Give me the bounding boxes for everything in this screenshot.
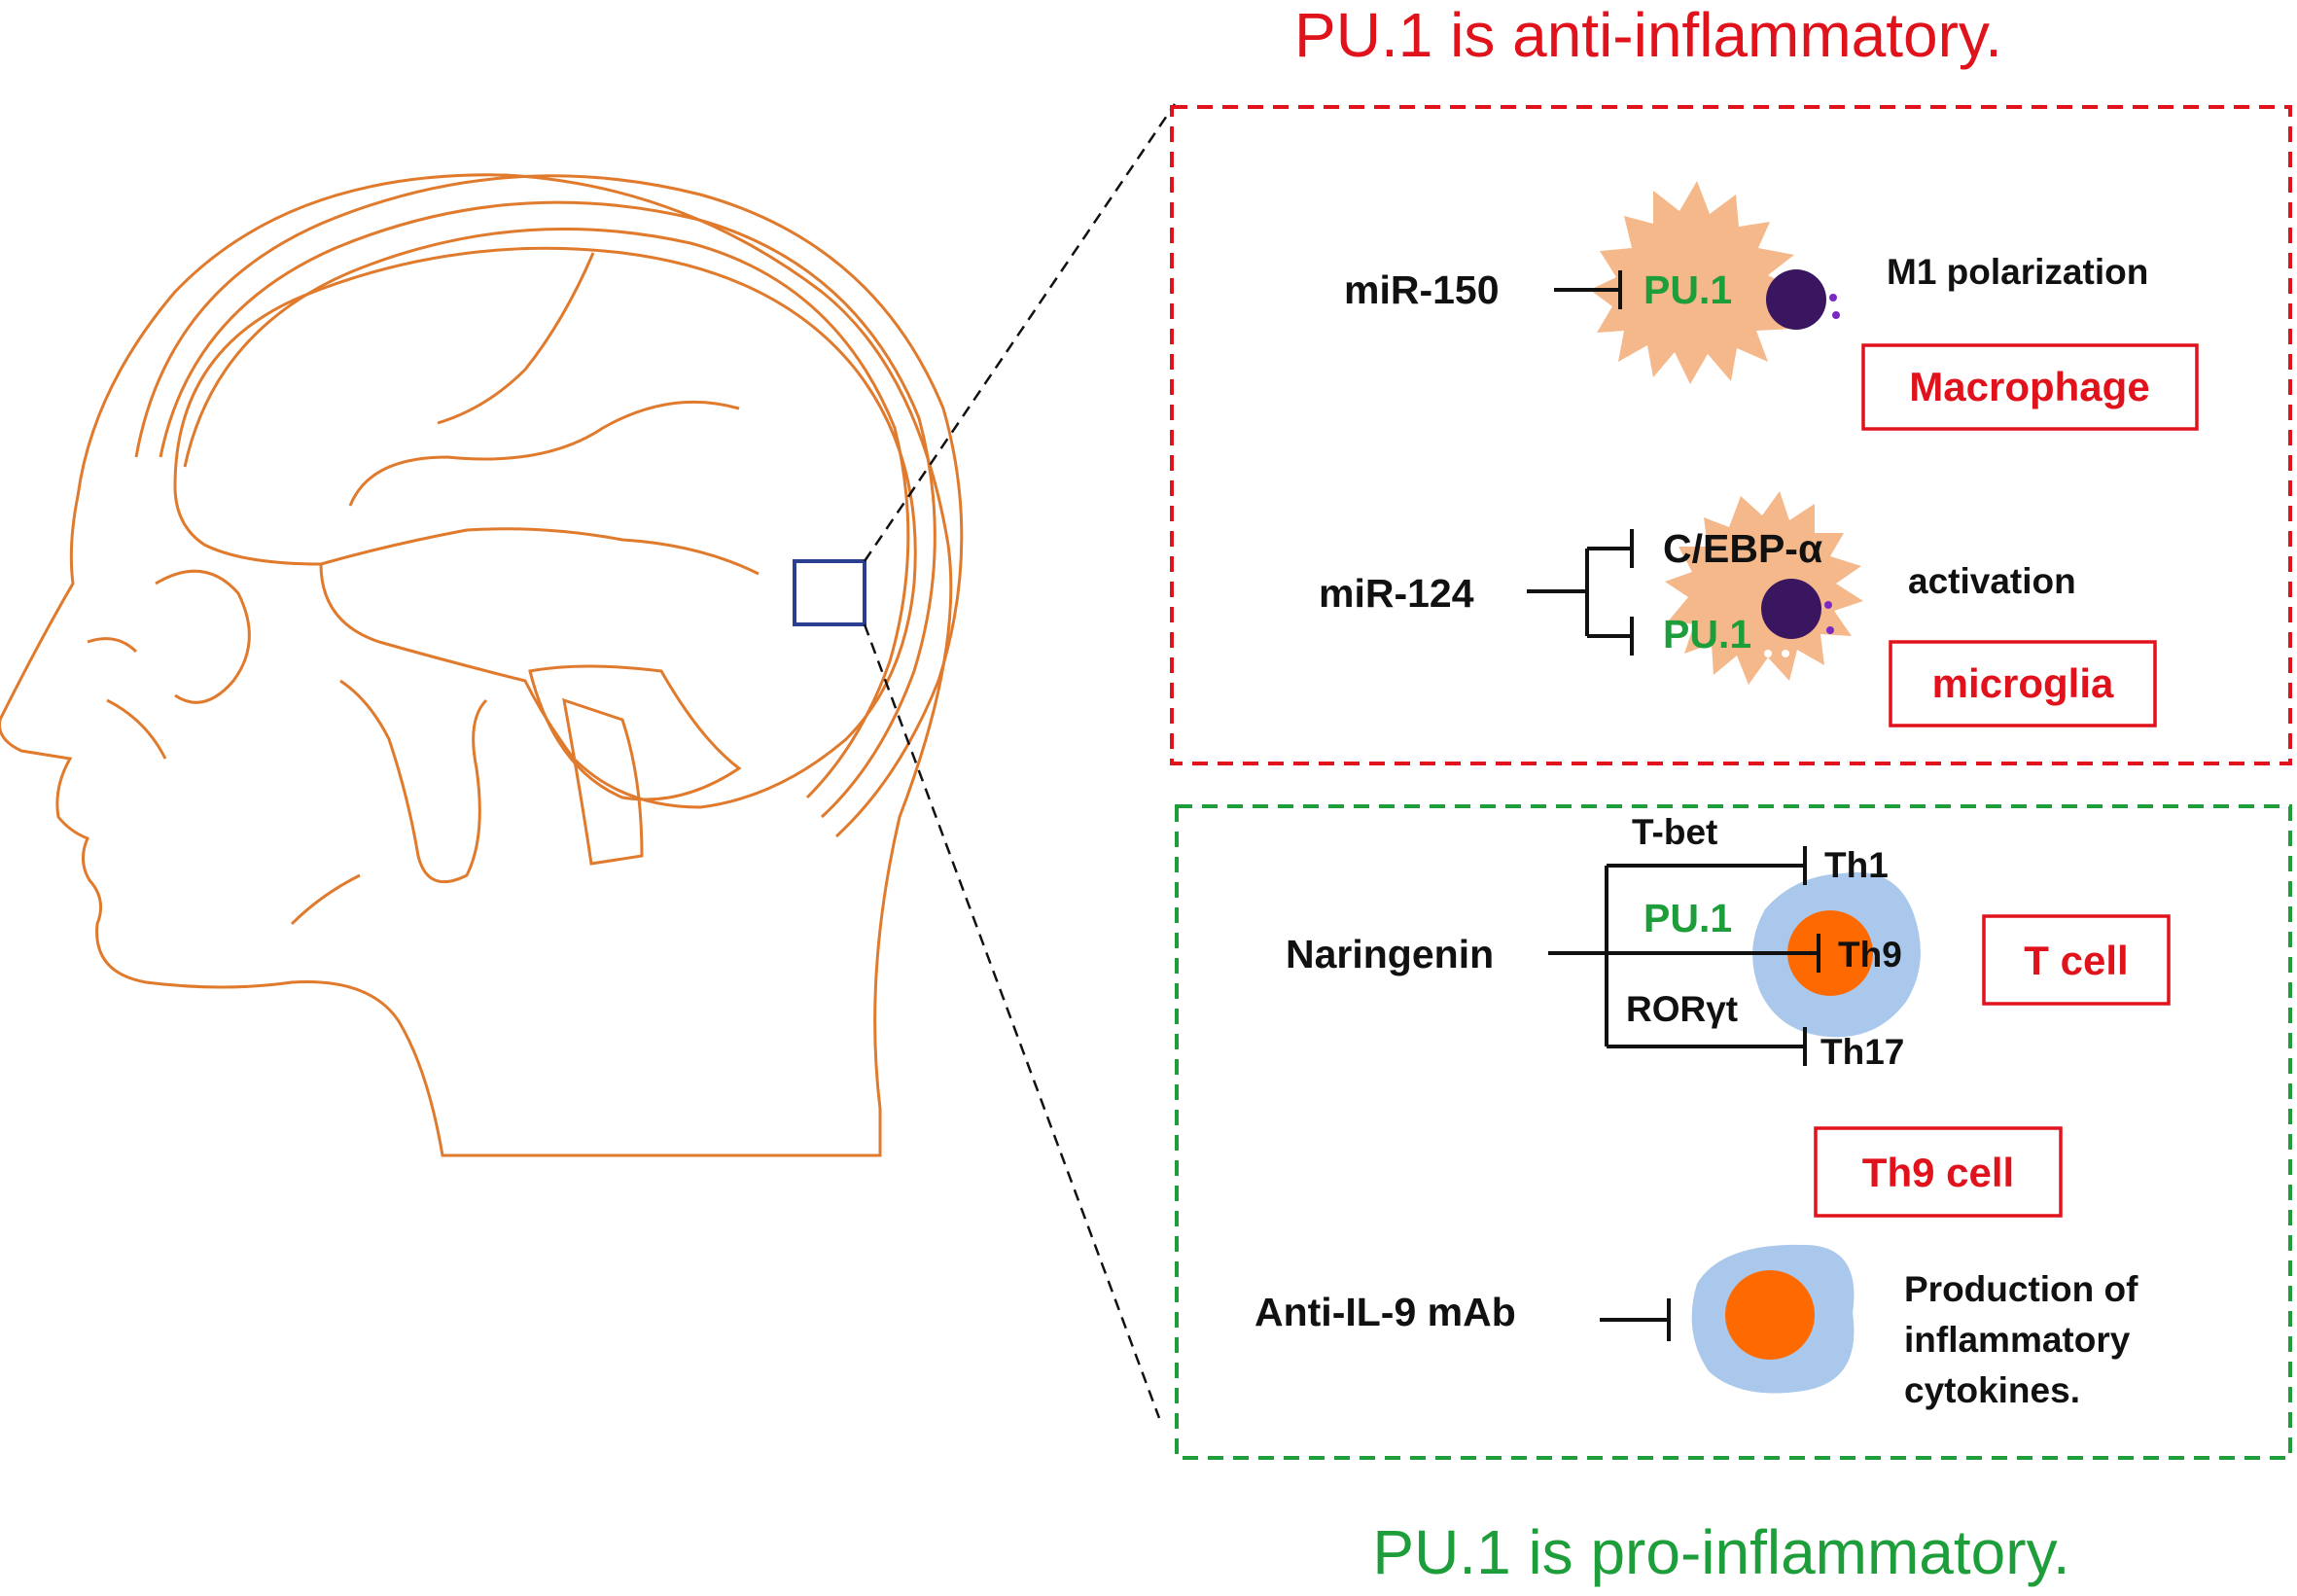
th9-cell-label: Th9 cell (1862, 1150, 2014, 1195)
microglia-label: microglia (1932, 660, 2114, 706)
cerebellum (528, 664, 742, 801)
pu1-label-tcell: PU.1 (1643, 896, 1732, 940)
brain (173, 246, 917, 809)
pu1-label-macrophage: PU.1 (1643, 267, 1732, 312)
macrophage-cell (1590, 181, 1801, 384)
macrophage-granule (1832, 311, 1840, 319)
t-cell-nucleus (1787, 910, 1873, 996)
brain-stem (562, 697, 644, 866)
naringenin-label: Naringenin (1286, 932, 1494, 976)
macrophage-nucleus (1766, 269, 1826, 330)
microglia-nucleus (1761, 579, 1821, 639)
macrophage-pathway: miR-150 PU.1 M1 polarization Macrophage (1344, 181, 2199, 431)
macrophage-granule (1829, 294, 1837, 301)
cytokine-effect-line-2: inflammatory (1904, 1320, 2131, 1360)
zoom-line-top (863, 103, 1177, 562)
microglia-granule (1824, 601, 1832, 609)
anti-il9-label: Anti-IL-9 mAb (1255, 1290, 1516, 1334)
anti-il9-pathway: Th9 cell Anti-IL-9 mAb Production of inf… (1255, 1126, 2138, 1410)
microglia-cell (1665, 491, 1863, 685)
tbet-label: T-bet (1632, 812, 1717, 852)
macrophage-label: Macrophage (1909, 364, 2149, 409)
th1-label: Th1 (1824, 845, 1889, 885)
zoom-line-bottom (863, 623, 1161, 1419)
macrophage-label-box (1861, 343, 2199, 431)
head-silhouette (0, 173, 953, 1157)
skull-ring-inner (183, 227, 910, 799)
th9-cell-nucleus (1725, 1270, 1815, 1360)
pu1-label-microglia: PU.1 (1663, 612, 1751, 656)
brain-sulcus-central (437, 252, 595, 425)
microglia-label-box (1889, 640, 2157, 727)
activation-label: activation (1908, 561, 2076, 601)
zoom-region-box (793, 559, 866, 626)
brain-sulcus-upper (348, 400, 740, 507)
th9-label: Th9 (1838, 935, 1902, 975)
pro-inflammatory-panel (1175, 804, 2292, 1460)
rorgt-label: RORγt (1626, 989, 1738, 1029)
th17-label: Th17 (1820, 1032, 1904, 1072)
th9-cell-label-box (1814, 1126, 2063, 1218)
neck-line (290, 873, 361, 926)
macrophage-vesicle (1782, 342, 1789, 350)
head-illustration (0, 173, 964, 1157)
microglia-vesicle (1764, 650, 1772, 657)
microglia-pathway: miR-124 C/EBP-α PU.1 activation microgli… (1319, 491, 2157, 727)
pro-inflammatory-heading: PU.1 is pro-inflammatory. (1372, 1517, 2069, 1587)
microglia-granule (1826, 626, 1834, 634)
skull-ring-outer (134, 174, 964, 838)
cebp-alpha-label: C/EBP-α (1663, 526, 1822, 571)
anti-inflammatory-panel (1170, 105, 2292, 765)
jaw (339, 679, 488, 884)
cytokine-effect-line-1: Production of (1904, 1269, 2138, 1309)
skull-ring-middle (159, 200, 936, 819)
mir-124-label: miR-124 (1319, 571, 1474, 616)
naringenin-pathway: Naringenin T-bet PU.1 RORγt Th1 Th9 Th17… (1286, 812, 2171, 1072)
ear (155, 569, 251, 704)
t-cell-label: T cell (2024, 938, 2128, 983)
anti-inflammatory-heading: PU.1 is anti-inflammatory. (1294, 0, 2002, 70)
microglia-vesicle (1782, 650, 1789, 657)
brain-sulcus-lateral (320, 527, 760, 576)
macrophage-vesicle (1797, 342, 1805, 350)
cytokine-effect-line-3: cytokines. (1904, 1370, 2080, 1410)
face-contour (87, 637, 167, 760)
mir-150-label: miR-150 (1344, 267, 1500, 312)
t-cell-label-box (1982, 914, 2171, 1006)
m1-polarization-label: M1 polarization (1887, 252, 2148, 292)
